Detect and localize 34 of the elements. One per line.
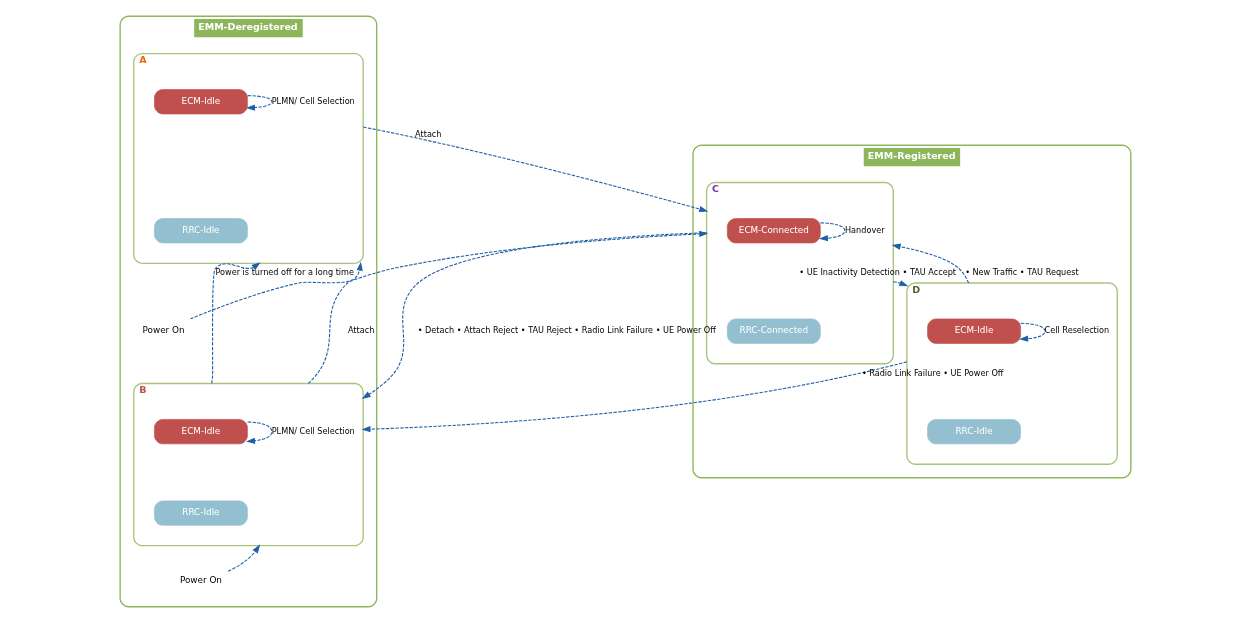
edge-label: Handover: [844, 224, 885, 235]
edge-label: • New Traffic • TAU Request: [964, 267, 1079, 278]
arrow: [361, 232, 707, 399]
edge-label: PLMN/ Cell Selection: [271, 425, 355, 436]
edge-label: • UE Inactivity Detection • TAU Accept: [798, 267, 956, 278]
arrow: [307, 230, 708, 384]
node-box: RRC-Idle: [926, 419, 1021, 445]
node-box: RRC-Connected: [726, 318, 821, 344]
edge-label: PLMN/ Cell Selection: [271, 95, 355, 106]
arrow: [892, 280, 908, 287]
edge-label: • Radio Link Failure • UE Power Off: [861, 367, 1003, 378]
arrow: [227, 544, 260, 572]
edge-label: Attach: [414, 129, 442, 140]
arrow: [210, 262, 261, 384]
node-box: RRC-Idle: [153, 218, 248, 244]
node-text: Power On: [142, 325, 185, 336]
node-box: ECM-Idle: [153, 89, 248, 115]
edge-label: Cell Reselection: [1044, 325, 1109, 336]
arrow: [891, 243, 969, 284]
arrow: [818, 222, 845, 242]
arrow: [245, 421, 272, 444]
arrow: [245, 95, 272, 111]
edge-label: • Detach • Attach Reject • TAU Reject • Radio Link Failure • UE Power Off: [417, 325, 716, 336]
edge-label: Attach: [347, 325, 374, 336]
arrow: [1018, 322, 1046, 342]
arrow: [362, 126, 708, 213]
edge-label: Power is turned off for a long time: [214, 267, 354, 278]
arrow: [189, 261, 363, 320]
node-box: RRC-Idle: [153, 500, 248, 526]
arrow: [361, 361, 907, 433]
node-box: ECM-Idle: [153, 419, 248, 445]
node-box: ECM-Idle: [926, 318, 1021, 344]
node-box: ECM-Connected: [726, 218, 821, 244]
node-text: Power On: [179, 575, 222, 586]
